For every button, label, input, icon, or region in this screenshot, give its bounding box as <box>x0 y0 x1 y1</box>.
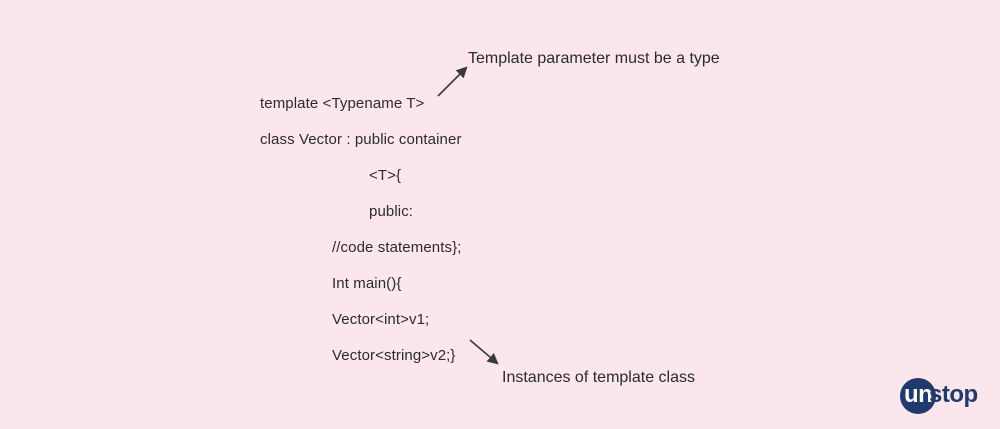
code-line-template: template <Typename T> <box>260 95 425 112</box>
annotation-template-parameter: Template parameter must be a type <box>468 50 720 67</box>
code-line-class: class Vector : public container <box>260 131 462 148</box>
logo-circle <box>900 378 936 414</box>
code-line-main: Int main(){ <box>332 275 402 292</box>
arrow-to-bottom-annotation <box>469 339 499 365</box>
unstop-logo: un stop <box>900 376 990 416</box>
arrow-to-top-annotation <box>437 66 468 97</box>
logo-text-un: un <box>904 381 933 408</box>
code-line-public: public: <box>369 203 414 220</box>
logo-text-stop: stop <box>929 381 978 408</box>
code-line-vector-int: Vector<int>v1; <box>332 311 430 328</box>
code-line-type-open: <T>{ <box>369 167 402 184</box>
code-line-comment: //code statements}; <box>332 239 462 256</box>
annotation-instances: Instances of template class <box>502 369 695 386</box>
code-line-vector-string: Vector<string>v2;} <box>332 347 456 364</box>
